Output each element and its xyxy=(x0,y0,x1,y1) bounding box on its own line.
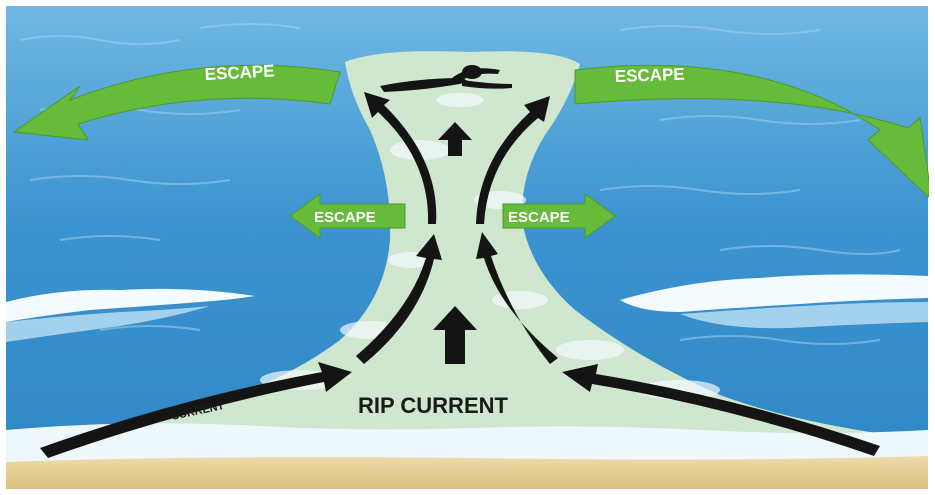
escape-label-mid-left: ESCAPE xyxy=(314,209,376,226)
rip-current-label: RIP CURRENT xyxy=(358,393,509,418)
escape-label-top-right: ESCAPE xyxy=(614,65,685,86)
sand-beach xyxy=(6,456,928,491)
escape-label-mid-right: ESCAPE xyxy=(508,209,570,226)
escape-label-top-left: ESCAPE xyxy=(204,61,275,84)
